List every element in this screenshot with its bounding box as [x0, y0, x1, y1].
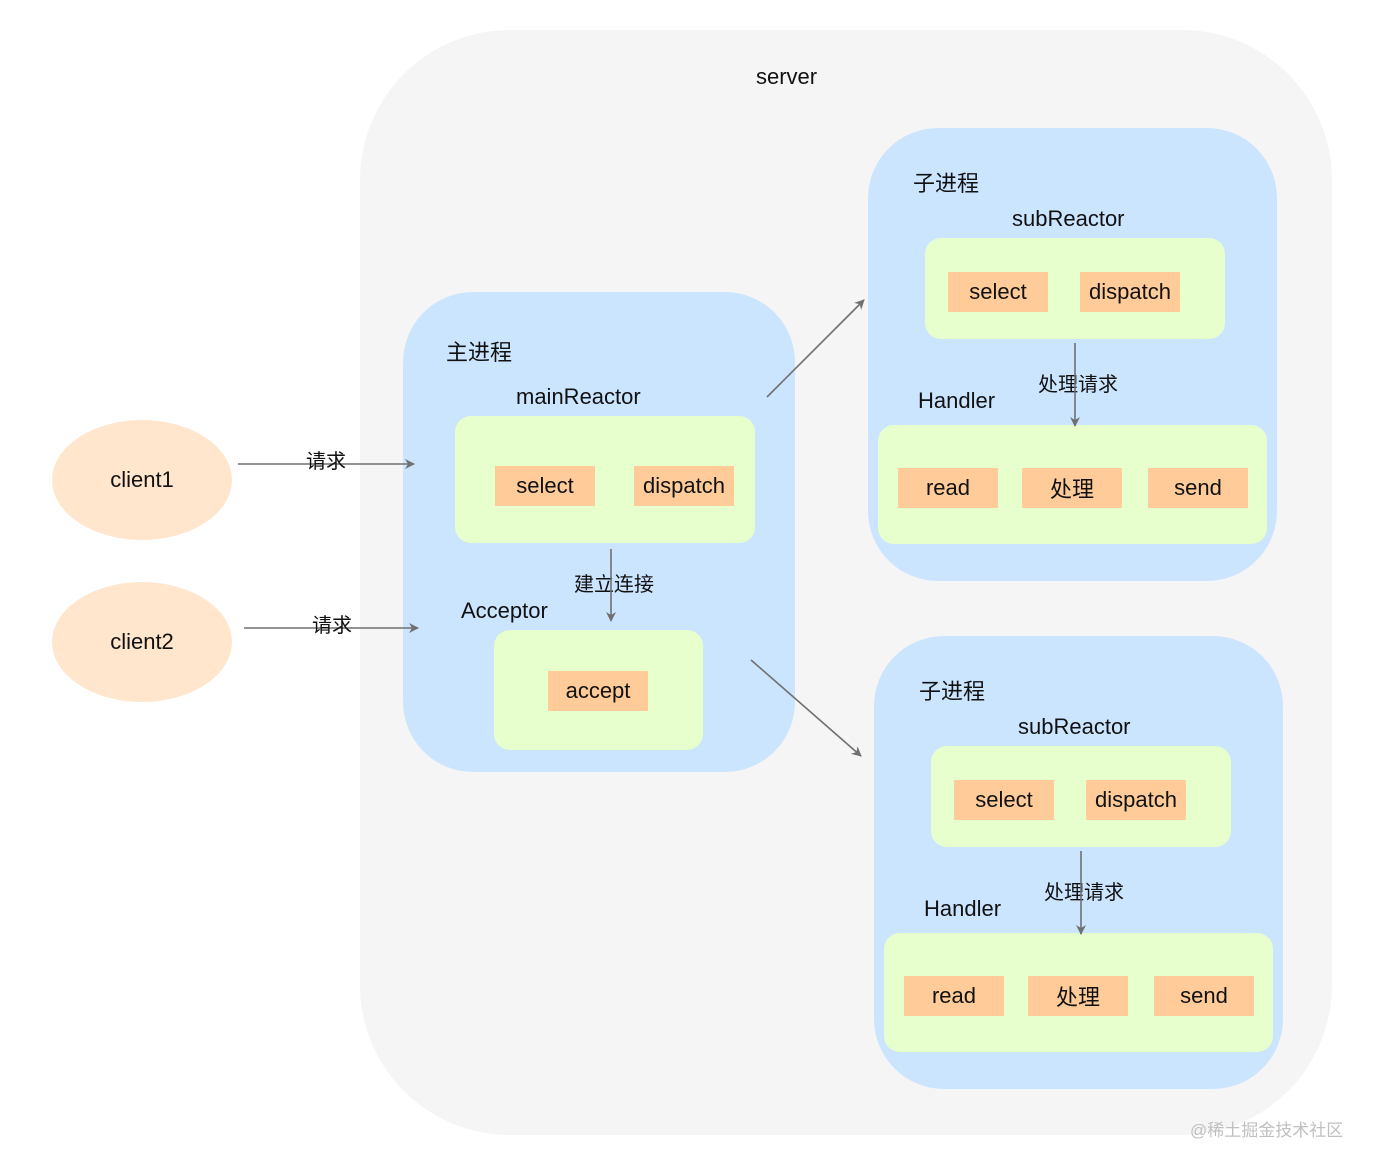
handler-2-process[interactable]: 处理 — [1028, 976, 1128, 1016]
acceptor-accept[interactable]: accept — [548, 671, 648, 711]
client2-label: client2 — [110, 629, 174, 654]
sub-process-1-title: 子进程 — [913, 171, 980, 196]
sub-reactor-1-dispatch[interactable]: dispatch — [1080, 272, 1180, 312]
sub-reactor-1-select[interactable]: select — [948, 272, 1048, 312]
main-process-title: 主进程 — [446, 340, 513, 365]
sub-reactor-2-title: subReactor — [1018, 714, 1131, 739]
handler-2-send[interactable]: send — [1154, 976, 1254, 1016]
handler-2-title: Handler — [924, 896, 1002, 921]
sub-reactor-2-select[interactable]: select — [954, 780, 1054, 820]
handler-1-send[interactable]: send — [1148, 468, 1248, 508]
handler-1-title: Handler — [918, 388, 996, 413]
sub-process-2-title: 子进程 — [919, 679, 986, 704]
handle-request-2-label: 处理请求 — [1044, 882, 1124, 904]
server-title: server — [756, 64, 818, 89]
handler-1-process[interactable]: 处理 — [1022, 468, 1122, 508]
main-reactor-title: mainReactor — [516, 384, 641, 409]
sub-reactor-2-dispatch[interactable]: dispatch — [1086, 780, 1186, 820]
client1-label: client1 — [110, 467, 174, 492]
establish-connection-label: 建立连接 — [574, 574, 654, 596]
client2-request-label: 请求 — [312, 615, 352, 637]
handle-request-1-label: 处理请求 — [1038, 374, 1118, 396]
main-reactor-select[interactable]: select — [495, 466, 595, 506]
main-reactor-dispatch[interactable]: dispatch — [634, 466, 734, 506]
client2-node[interactable]: client2 — [52, 582, 232, 702]
sub-reactor-1-title: subReactor — [1012, 206, 1125, 231]
handler-2-read[interactable]: read — [904, 976, 1004, 1016]
client1-request-label: 请求 — [306, 451, 346, 473]
handler-1-read[interactable]: read — [898, 468, 998, 508]
client1-node[interactable]: client1 — [52, 420, 232, 540]
acceptor-title: Acceptor — [461, 598, 548, 623]
watermark: @稀土掘金技术社区 — [1190, 1121, 1344, 1140]
